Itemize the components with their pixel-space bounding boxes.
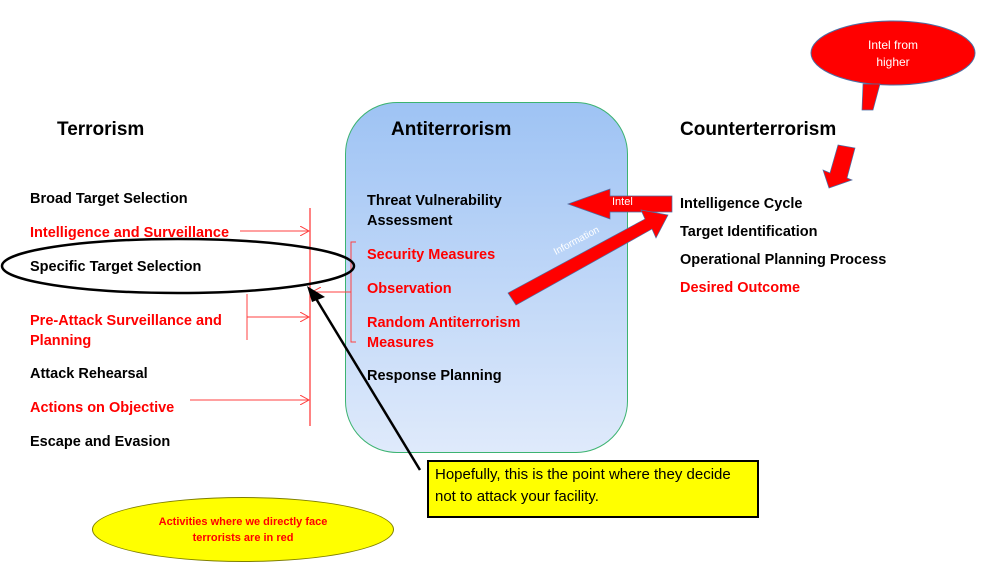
- bracket-antiterrorism: [312, 241, 356, 343]
- terrorism-item: Pre-Attack Surveillance and Planning: [30, 313, 222, 349]
- terrorism-item: Specific Target Selection: [30, 259, 202, 275]
- counterterrorism-item: Target Identification: [680, 224, 818, 240]
- intel-arrow-label: Intel: [612, 196, 633, 208]
- intel-down-arrow-head: [822, 144, 856, 189]
- antiterrorism-box: [345, 102, 628, 453]
- terrorism-item: Escape and Evasion: [30, 434, 171, 450]
- antiterrorism-item: Security Measures: [367, 247, 496, 263]
- callout-box: Hopefully, this is the point where they …: [427, 460, 759, 518]
- information-arrow: [507, 209, 669, 306]
- legend-note-text: Activities where we directly face terror…: [158, 515, 328, 544]
- bracket-pre-attack: [246, 294, 309, 340]
- terrorism-item: Actions on Objective: [30, 400, 175, 416]
- legend-note: Activities where we directly face terror…: [92, 497, 394, 562]
- antiterrorism-item: Response Planning: [367, 368, 502, 384]
- heading-antiterrorism: Antiterrorism: [391, 119, 512, 140]
- counterterrorism-item: Desired Outcome: [680, 280, 801, 296]
- terrorism-item: Intelligence and Surveillance: [30, 225, 230, 241]
- antiterrorism-item: Observation: [367, 281, 452, 297]
- specific-target-ellipse: [0, 237, 356, 295]
- intel-bubble-label: Intel from higher: [867, 38, 918, 69]
- intel-bubble: [810, 20, 976, 86]
- antiterrorism-item: Random Antiterrorism Measures: [367, 315, 521, 351]
- callout-arrow: [307, 286, 422, 471]
- heading-terrorism: Terrorism: [57, 119, 145, 140]
- intel-down-arrow: [861, 83, 881, 111]
- counterterrorism-item: Intelligence Cycle: [680, 196, 803, 212]
- heading-counterterrorism: Counterterrorism: [680, 119, 837, 140]
- terrorism-item: Broad Target Selection: [30, 191, 188, 207]
- antiterrorism-item: Threat Vulnerability Assessment: [367, 193, 502, 229]
- terrorism-item: Attack Rehearsal: [30, 366, 148, 382]
- counterterrorism-item: Operational Planning Process: [680, 252, 887, 268]
